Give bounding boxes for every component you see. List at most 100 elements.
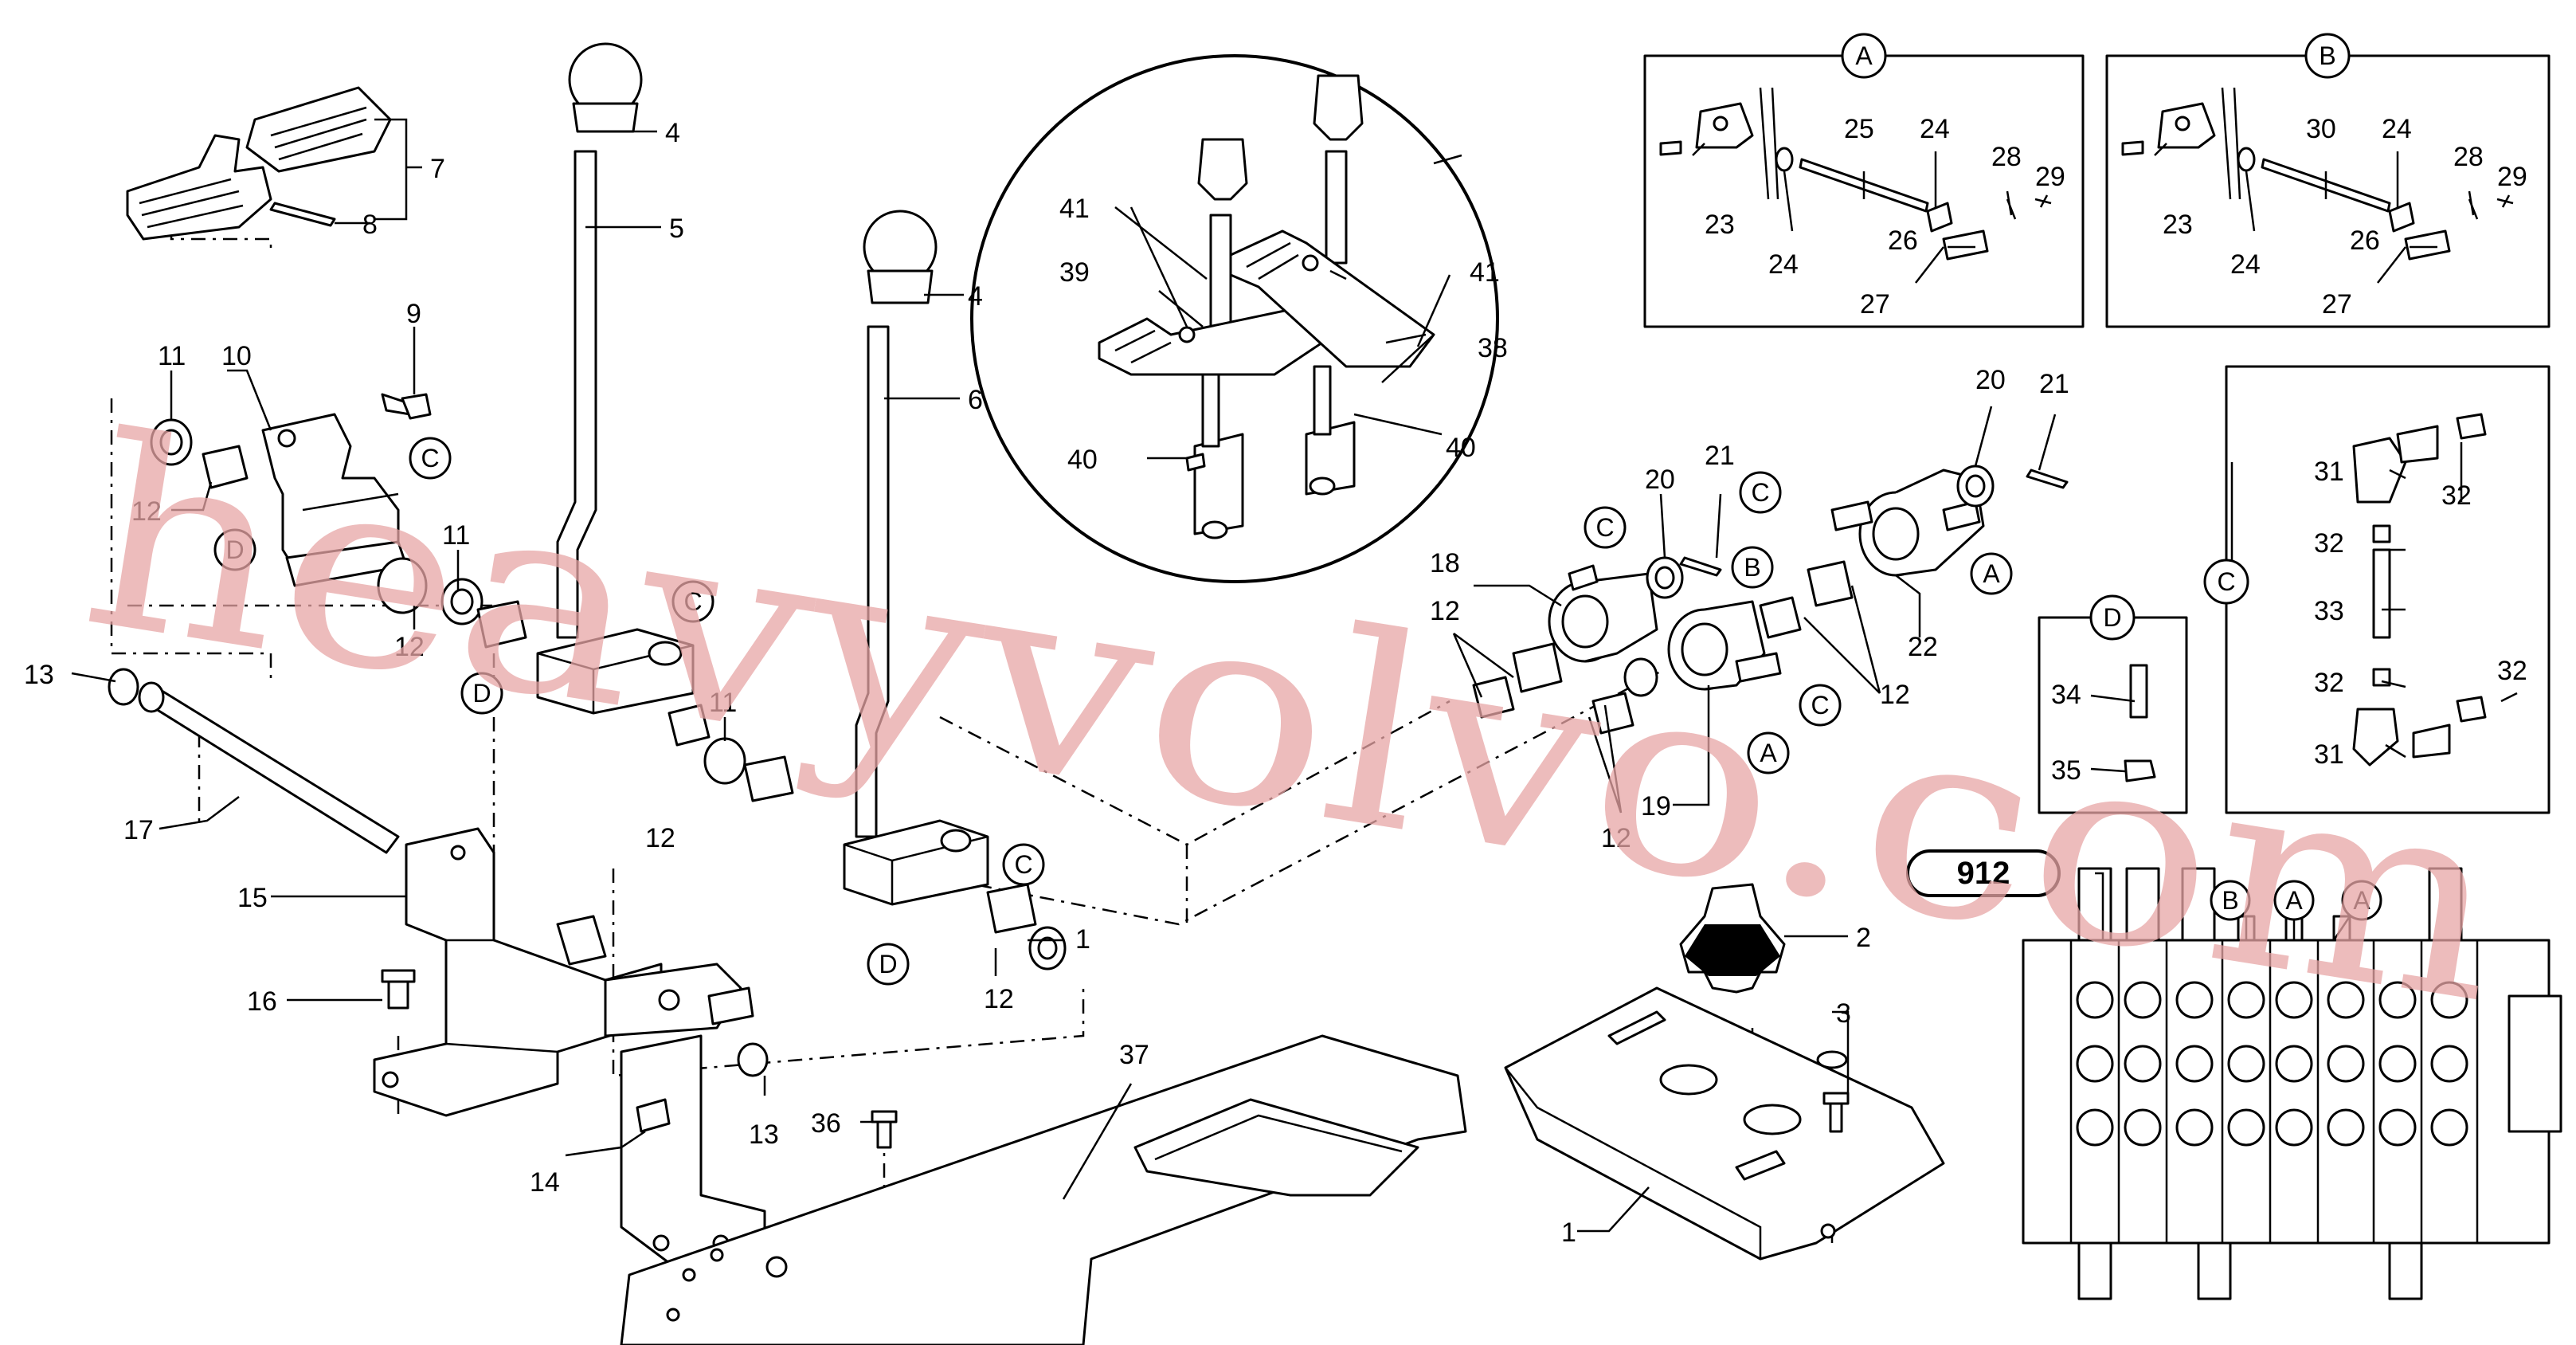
part-label: 1	[1561, 1218, 1576, 1248]
part-label: 30	[2306, 114, 2336, 144]
part-label: 11	[709, 688, 737, 718]
pivot-housing-18	[1548, 564, 1658, 663]
part-label: 24	[1920, 114, 1950, 144]
detail-box-c	[2225, 365, 2551, 814]
part-label: 41	[1470, 257, 1500, 288]
box-a-title: A	[1855, 41, 1873, 70]
part-label: 20	[1975, 365, 2006, 395]
part-label: 18	[1430, 548, 1460, 578]
part-label: 5	[669, 214, 684, 244]
part-label: 9	[406, 299, 421, 329]
box-b-title: B	[2319, 41, 2335, 70]
part-label: 6	[968, 385, 983, 415]
mount-plate-1	[1504, 986, 1945, 1261]
part-label: 33	[2314, 596, 2344, 626]
pivot-housing-19	[1667, 600, 1782, 691]
part-label: 38	[1478, 333, 1508, 363]
part-label: 8	[362, 210, 378, 240]
part-label: 16	[247, 986, 277, 1017]
detail-view-circle	[970, 54, 1499, 583]
box-d-title: D	[2103, 603, 2121, 632]
bolt-9	[381, 393, 432, 420]
callout-b: B	[1744, 553, 1760, 582]
valve-callout-b: B	[2222, 886, 2238, 915]
part-label: 7	[430, 154, 445, 184]
part-label: 22	[1908, 632, 1938, 662]
reference-code: 912	[1957, 856, 2010, 891]
bolt-16	[381, 969, 416, 1010]
callout-a: A	[1760, 739, 1777, 767]
part-label: 24	[2230, 249, 2261, 280]
control-lever-5	[536, 42, 695, 715]
part-number-labels: 4 5 4 6 7 8 9 10 11 12 11 12 11 12 13 17…	[24, 114, 2527, 1248]
part-label: 10	[221, 341, 252, 371]
callout-d: D	[225, 535, 244, 564]
callout-a: A	[1983, 559, 2000, 588]
part-label: 12	[1430, 596, 1460, 626]
part-label: 37	[1119, 1040, 1149, 1070]
callout-c: C	[1751, 478, 1769, 507]
part-label: 1	[1075, 924, 1090, 955]
part-label: 25	[1844, 114, 1874, 144]
part-label: 4	[665, 118, 680, 148]
part-label: 32	[2314, 668, 2344, 698]
cover-plate-37	[620, 1034, 1467, 1345]
pedal-pad-assembly	[126, 86, 392, 241]
part-label: 12	[645, 823, 675, 853]
part-label: 31	[2314, 739, 2344, 770]
callout-d: D	[879, 950, 897, 978]
part-label: 23	[1705, 210, 1735, 240]
frame-bracket-15	[373, 827, 769, 1117]
control-valve-912	[2022, 867, 2562, 1300]
part-label: 13	[749, 1120, 779, 1150]
lever-bracket-10	[261, 413, 408, 587]
bushings-and-washers-right	[1472, 465, 2069, 735]
part-label: 40	[1067, 445, 1098, 475]
part-label: 31	[2314, 457, 2344, 487]
part-label: 21	[2039, 369, 2069, 399]
part-label: 11	[158, 341, 186, 371]
part-label: 21	[1705, 441, 1735, 471]
valve-ports	[2076, 981, 2468, 1147]
part-label: 15	[237, 883, 268, 913]
callout-c: C	[1811, 691, 1829, 720]
callout-c: C	[1595, 513, 1614, 542]
callout-c: C	[421, 444, 439, 473]
part-label: 27	[1860, 289, 1890, 320]
part-label: 32	[2314, 528, 2344, 559]
part-label: 35	[2051, 755, 2081, 786]
part-label: 13	[24, 660, 54, 690]
callout-d: D	[472, 679, 491, 708]
box-c-title: C	[2217, 567, 2235, 596]
part-label: 26	[1888, 225, 1918, 256]
part-label: 12	[984, 984, 1014, 1014]
part-label: 27	[2322, 289, 2352, 320]
valve-callout-a: A	[2353, 886, 2370, 915]
part-label: 14	[530, 1167, 560, 1198]
part-label: 29	[2035, 162, 2065, 192]
shaft-17	[108, 668, 400, 854]
leader-lines	[71, 118, 2518, 1233]
part-label: 29	[2497, 162, 2527, 192]
part-label: 23	[2163, 210, 2193, 240]
callout-c: C	[683, 587, 702, 616]
part-label: 4	[968, 281, 983, 312]
detail-box-b	[2105, 54, 2551, 328]
part-label: 24	[2382, 114, 2412, 144]
part-label: 41	[1059, 194, 1090, 224]
part-label: 26	[2350, 225, 2380, 256]
reference-code-badge	[1906, 849, 2061, 897]
valve-callout-a: A	[2285, 886, 2303, 915]
washers-and-bushings-left	[150, 418, 794, 802]
part-label: 24	[1768, 249, 1799, 280]
part-label: 12	[1601, 823, 1631, 853]
part-label: 12	[1880, 680, 1910, 710]
part-label: 19	[1641, 791, 1671, 822]
part-label: 2	[1856, 923, 1871, 953]
part-label: 28	[2453, 142, 2484, 172]
callout-circles: C D C D C D C B C A C A A B D C B A A	[213, 33, 2382, 986]
part-label: 40	[1446, 433, 1476, 463]
part-label: 3	[1836, 998, 1851, 1029]
